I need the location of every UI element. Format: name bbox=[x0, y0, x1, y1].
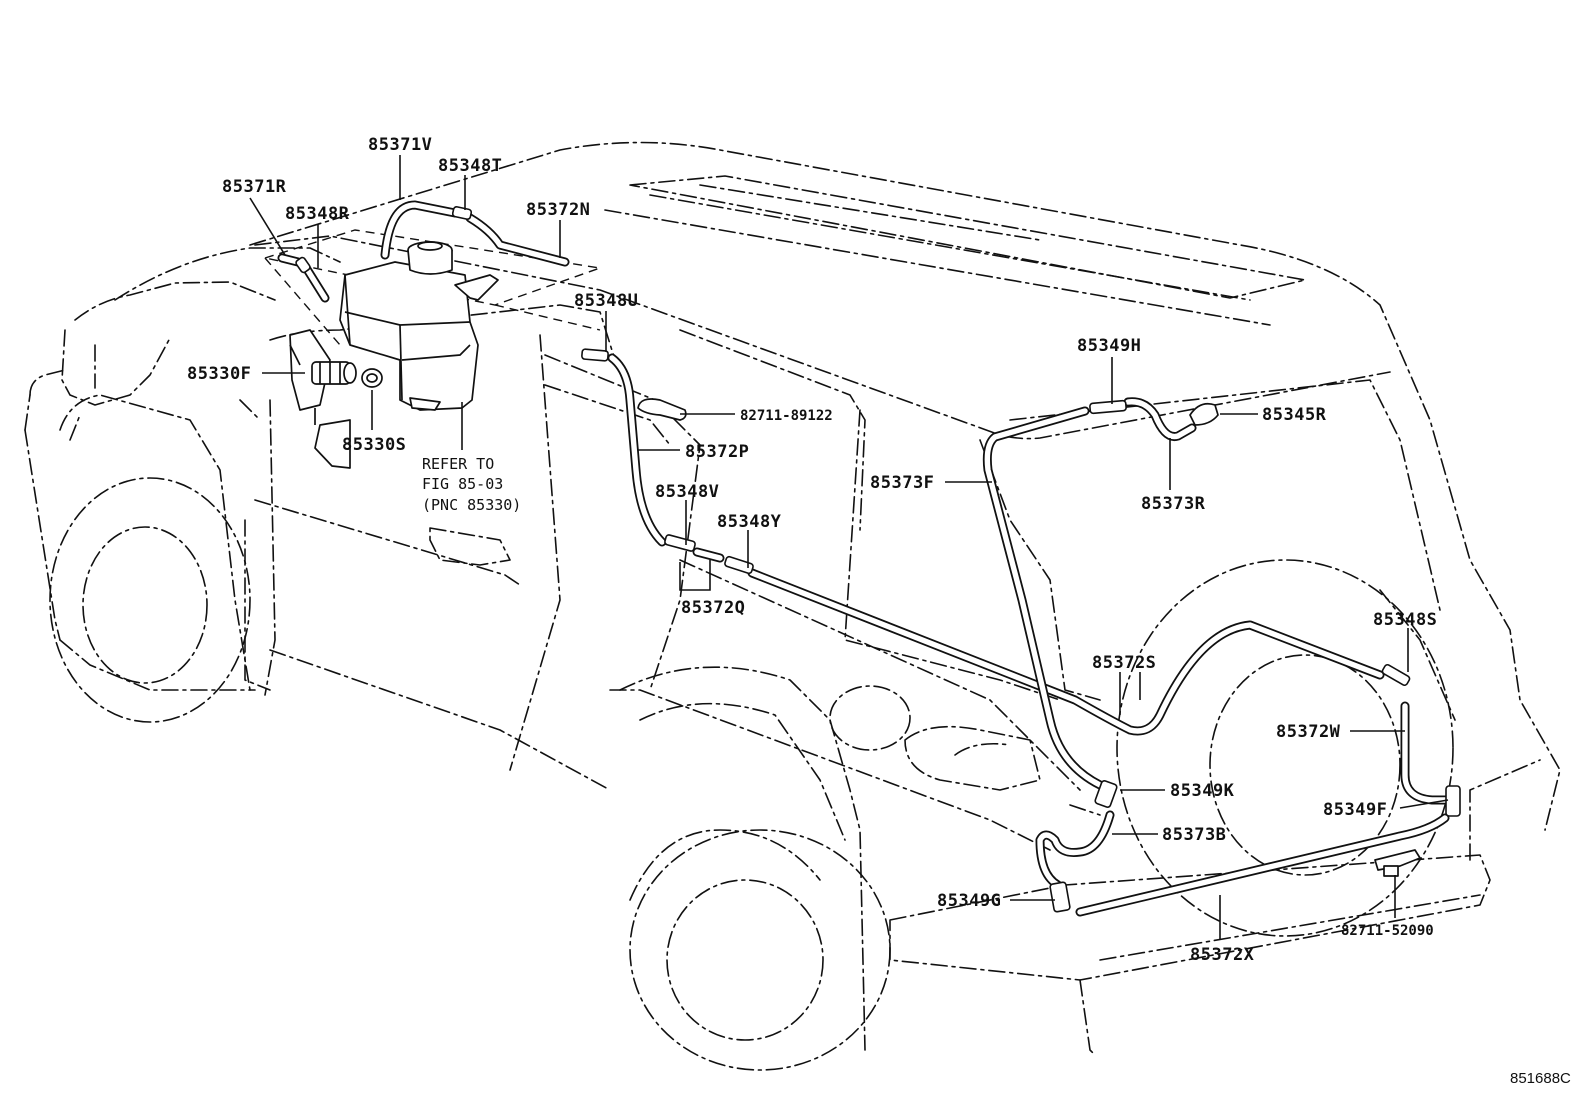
label-82711-89122: 82711-89122 bbox=[740, 408, 833, 424]
vehicle-outline bbox=[24, 141, 1561, 1071]
figure-code: 851688C bbox=[1510, 1070, 1571, 1087]
label-85348T: 85348T bbox=[438, 156, 502, 176]
refer-note-line2: FIG 85-03 bbox=[422, 475, 503, 493]
leader-lines bbox=[249, 155, 1449, 940]
label-85348U: 85348U bbox=[574, 291, 638, 311]
washer-tank bbox=[289, 241, 499, 469]
label-85345R: 85345R bbox=[1262, 405, 1327, 425]
refer-note-line3: (PNC 85330) bbox=[422, 496, 521, 514]
hose-joints bbox=[295, 205, 1461, 913]
label-85348V: 85348V bbox=[655, 482, 719, 502]
label-85372N: 85372N bbox=[526, 200, 590, 220]
label-85349G: 85349G bbox=[937, 891, 1001, 911]
washer-hoses bbox=[277, 200, 1457, 917]
label-85373F: 85373F bbox=[870, 473, 934, 493]
label-85371R: 85371R bbox=[222, 177, 287, 197]
label-85373B: 85373B bbox=[1162, 825, 1226, 845]
label-85348Y: 85348Y bbox=[717, 512, 782, 532]
label-85330S: 85330S bbox=[342, 435, 406, 455]
label-85330F: 85330F bbox=[187, 364, 251, 384]
part-labels: 85371V 85348T 85371R 85348R 85372N 85348… bbox=[187, 135, 1571, 1087]
label-85348R: 85348R bbox=[285, 204, 350, 224]
label-85371V: 85371V bbox=[368, 135, 432, 155]
label-85349K: 85349K bbox=[1170, 781, 1235, 801]
refer-note-line1: REFER TO bbox=[422, 455, 494, 473]
label-85372P: 85372P bbox=[685, 442, 749, 462]
label-85349F: 85349F bbox=[1323, 800, 1387, 820]
label-85372Q: 85372Q bbox=[681, 598, 745, 618]
label-82711-52090: 82711-52090 bbox=[1341, 923, 1434, 939]
label-85349H: 85349H bbox=[1077, 336, 1141, 356]
label-85372X: 85372X bbox=[1190, 945, 1255, 965]
label-85348S: 85348S bbox=[1373, 610, 1437, 630]
label-85372S: 85372S bbox=[1092, 653, 1156, 673]
label-85372W: 85372W bbox=[1276, 722, 1341, 742]
label-85373R: 85373R bbox=[1141, 494, 1206, 514]
